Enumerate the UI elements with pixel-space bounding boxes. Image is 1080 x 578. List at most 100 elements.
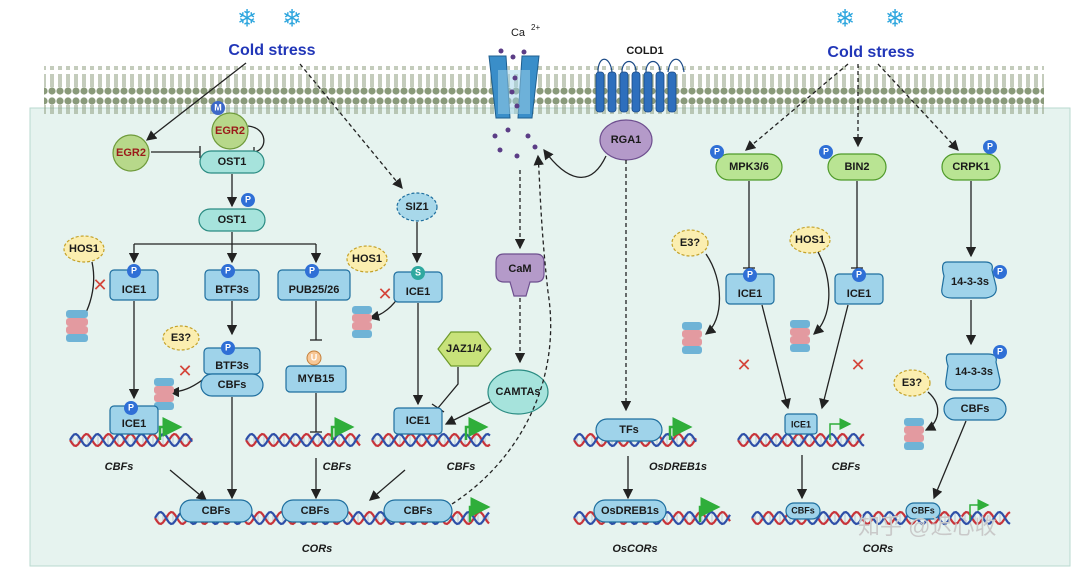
phospho-badge: P xyxy=(225,342,231,352)
cbfs-node xyxy=(281,499,349,523)
proteasome-icon xyxy=(66,310,88,342)
osdreb1s-node xyxy=(593,499,667,523)
phospho-badge: P xyxy=(997,266,1003,276)
ubiquitin-badge xyxy=(306,350,322,366)
cold1-receptor xyxy=(595,71,677,113)
phospho-badge xyxy=(241,193,255,207)
mpk3-6-node xyxy=(715,153,783,181)
snowflake-icon: ❄ xyxy=(282,5,302,32)
methyl-badge-label: M xyxy=(214,102,222,112)
cbfs-label: CBFs xyxy=(404,505,433,517)
plasma-membrane xyxy=(44,66,1044,114)
cbfs-label: CBFs xyxy=(218,379,247,391)
e3-node xyxy=(893,369,931,397)
gene-label-cbfs: CBFs xyxy=(447,461,476,473)
hos1-node xyxy=(789,226,831,254)
jaz1-4-label: JAZ1/4 xyxy=(446,343,483,355)
cbfs-node xyxy=(383,499,453,523)
gene-arrow-icon xyxy=(468,497,491,522)
phospho-badge: P xyxy=(128,402,134,412)
gene-arrow-icon xyxy=(829,418,852,440)
cbfs-label: CBFs xyxy=(301,505,330,517)
cbfs-node xyxy=(200,373,264,397)
calcium-ions xyxy=(492,48,538,159)
ost1-label: OST1 xyxy=(218,214,247,226)
cam-node xyxy=(495,253,545,297)
phospho-badge: P xyxy=(309,265,315,275)
gene-arrow-icon xyxy=(330,417,355,440)
gene-arrow-icon xyxy=(668,417,693,440)
e3-node xyxy=(671,229,709,257)
cold-stress-label-left: Cold stress xyxy=(228,42,315,59)
egr2-label: EGR2 xyxy=(215,125,245,137)
gene-arrow-icon xyxy=(464,417,489,440)
cbfs-label: CBFs xyxy=(202,505,231,517)
watermark: 知乎 @迟心收 xyxy=(858,514,996,539)
bin2-node xyxy=(827,153,887,181)
crpk1-node xyxy=(941,153,1001,181)
hos1-node xyxy=(63,235,105,263)
phospho-badge: P xyxy=(987,141,993,151)
btf3s-label: BTF3s xyxy=(215,284,249,296)
ost1-node xyxy=(199,150,265,174)
ice1-label: ICE1 xyxy=(791,419,811,429)
cbfs-node xyxy=(785,502,821,520)
gene-label-cors: CORs xyxy=(863,543,894,555)
snowflake-icon: ❄ xyxy=(835,5,855,32)
gene-label-cors: CORs xyxy=(302,543,333,555)
btf3s-label: BTF3s xyxy=(215,360,249,372)
gene-label-oscors: OsCORs xyxy=(612,543,657,555)
phospho-badge: P xyxy=(747,269,753,279)
phospho-badge: P xyxy=(225,265,231,275)
egr2-node xyxy=(112,134,150,172)
proteasome-icon xyxy=(352,306,372,338)
snowflake-icon: ❄ xyxy=(237,5,257,32)
phospho-badge: P xyxy=(997,346,1003,356)
e3-label: E3? xyxy=(171,332,191,344)
ice1-label: ICE1 xyxy=(406,286,430,298)
siz1-label: SIZ1 xyxy=(405,201,428,213)
rga1-label: RGA1 xyxy=(611,134,642,146)
proteasome-icon xyxy=(682,322,702,354)
camtas-node xyxy=(487,369,549,415)
inhibition-cross: ✕ xyxy=(92,275,107,295)
bin2-label: BIN2 xyxy=(844,161,869,173)
e3-label: E3? xyxy=(680,237,700,249)
gene-label-cbfs: CBFs xyxy=(832,461,861,473)
phospho-badge: P xyxy=(714,146,720,156)
methyl-badge xyxy=(211,101,225,115)
camtas-label: CAMTAs xyxy=(495,386,540,398)
egr2-node-methylated xyxy=(211,112,249,150)
ost1-label: OST1 xyxy=(218,156,247,168)
crpk1-label: CRPK1 xyxy=(952,161,989,173)
cbfs-label: CBFs xyxy=(791,505,815,515)
cbfs-label: CBFs xyxy=(961,403,990,415)
e3-label: E3? xyxy=(902,377,922,389)
tfs-node xyxy=(595,418,663,442)
gene-arrow-icon xyxy=(158,417,183,440)
e3-node xyxy=(162,325,200,351)
ubiquitin-badge-label: U xyxy=(311,352,318,362)
proteasome-icon xyxy=(790,320,810,352)
14-3-3s-label: 14-3-3s xyxy=(951,276,989,288)
cytoplasm xyxy=(29,107,1071,567)
gene-arrow-icon xyxy=(698,497,721,522)
phospho-badge: P xyxy=(856,269,862,279)
ice1-label: ICE1 xyxy=(738,288,762,300)
egr2-label: EGR2 xyxy=(116,147,146,159)
jaz1-4-node xyxy=(437,331,492,367)
cbfs-label: CBFs xyxy=(911,505,935,515)
ice1-label: ICE1 xyxy=(122,418,146,430)
gene-label-cbfs: CBFs xyxy=(323,461,352,473)
gene-label-cbfs: CBFs xyxy=(105,461,134,473)
mpk3-6-label: MPK3/6 xyxy=(729,161,769,173)
tfs-label: TFs xyxy=(619,424,639,436)
hos1-label: HOS1 xyxy=(352,253,382,265)
ice1-label: ICE1 xyxy=(122,284,146,296)
14-3-3s-node xyxy=(941,261,997,299)
gene-label-osdreb1s: OsDREB1s xyxy=(649,461,707,473)
cold-stress-label-right: Cold stress xyxy=(827,44,914,61)
hos1-label: HOS1 xyxy=(69,243,99,255)
myb15-node xyxy=(285,365,347,393)
